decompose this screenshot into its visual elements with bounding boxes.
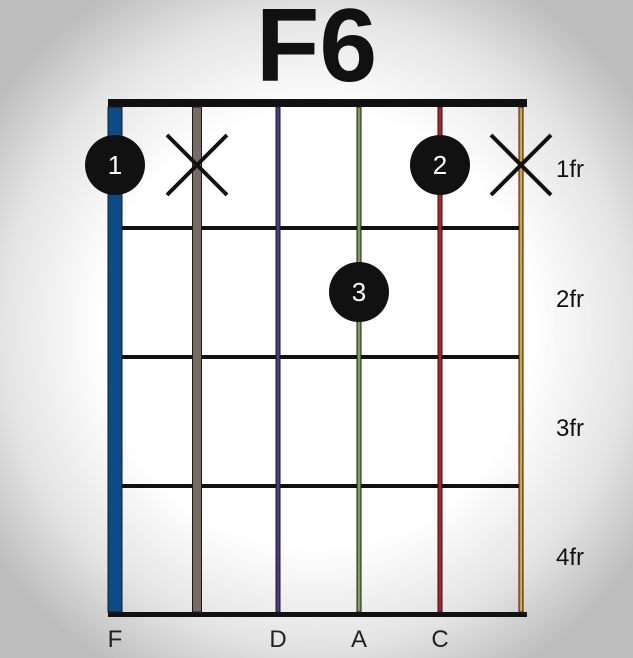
finger-number: 3 (352, 277, 366, 307)
finger-number: 1 (108, 150, 122, 180)
string-note-label: D (269, 626, 287, 653)
string-note-label: F (107, 626, 123, 653)
fret-line (121, 484, 521, 488)
fret-line (121, 355, 521, 359)
finger-dot: 3 (329, 262, 389, 322)
string-3 (275, 106, 281, 613)
string-note-label: C (431, 626, 449, 653)
string-2 (192, 106, 202, 613)
fretboard-bottom-line (108, 612, 527, 617)
fret-label-4: 4fr (556, 544, 585, 571)
muted-string-icon (165, 133, 229, 197)
fret-label-1: 1fr (556, 156, 585, 183)
chord-title: F6 (255, 0, 378, 104)
finger-number: 2 (433, 150, 447, 180)
fret-line (121, 226, 521, 230)
finger-dot: 1 (85, 135, 145, 195)
fret-label-2: 2fr (556, 286, 585, 313)
finger-dot: 2 (410, 135, 470, 195)
string-4 (356, 106, 362, 613)
string-5 (437, 106, 443, 613)
string-6 (518, 106, 524, 613)
nut (108, 99, 527, 107)
muted-string-icon (489, 133, 553, 197)
string-1 (107, 106, 123, 613)
string-note-label: A (350, 626, 367, 653)
fret-label-3: 3fr (556, 415, 585, 442)
